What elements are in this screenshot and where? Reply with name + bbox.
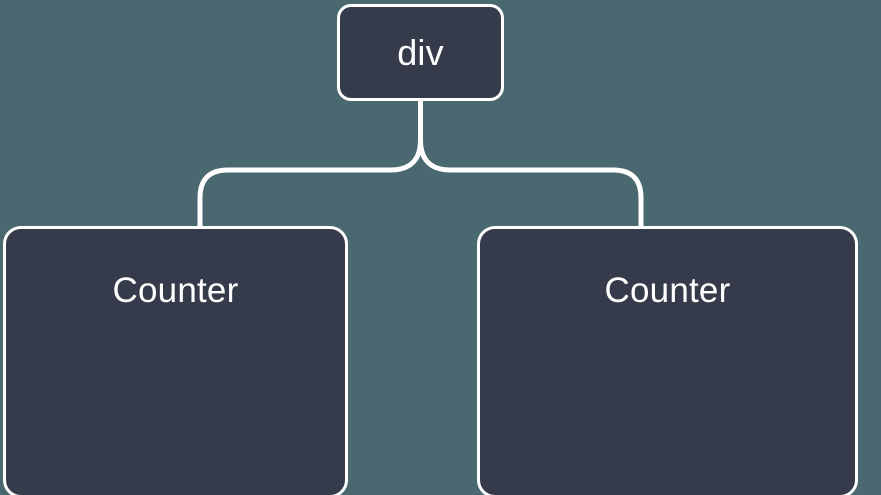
node-div[interactable]: div xyxy=(337,4,504,101)
node-counter-right-label: Counter xyxy=(604,271,731,310)
node-counter-right[interactable]: Counter count 1 xyxy=(477,226,858,495)
node-div-label: div xyxy=(397,31,444,73)
node-counter-left[interactable]: Counter count 0 xyxy=(3,226,348,495)
node-counter-left-label: Counter xyxy=(112,271,239,310)
